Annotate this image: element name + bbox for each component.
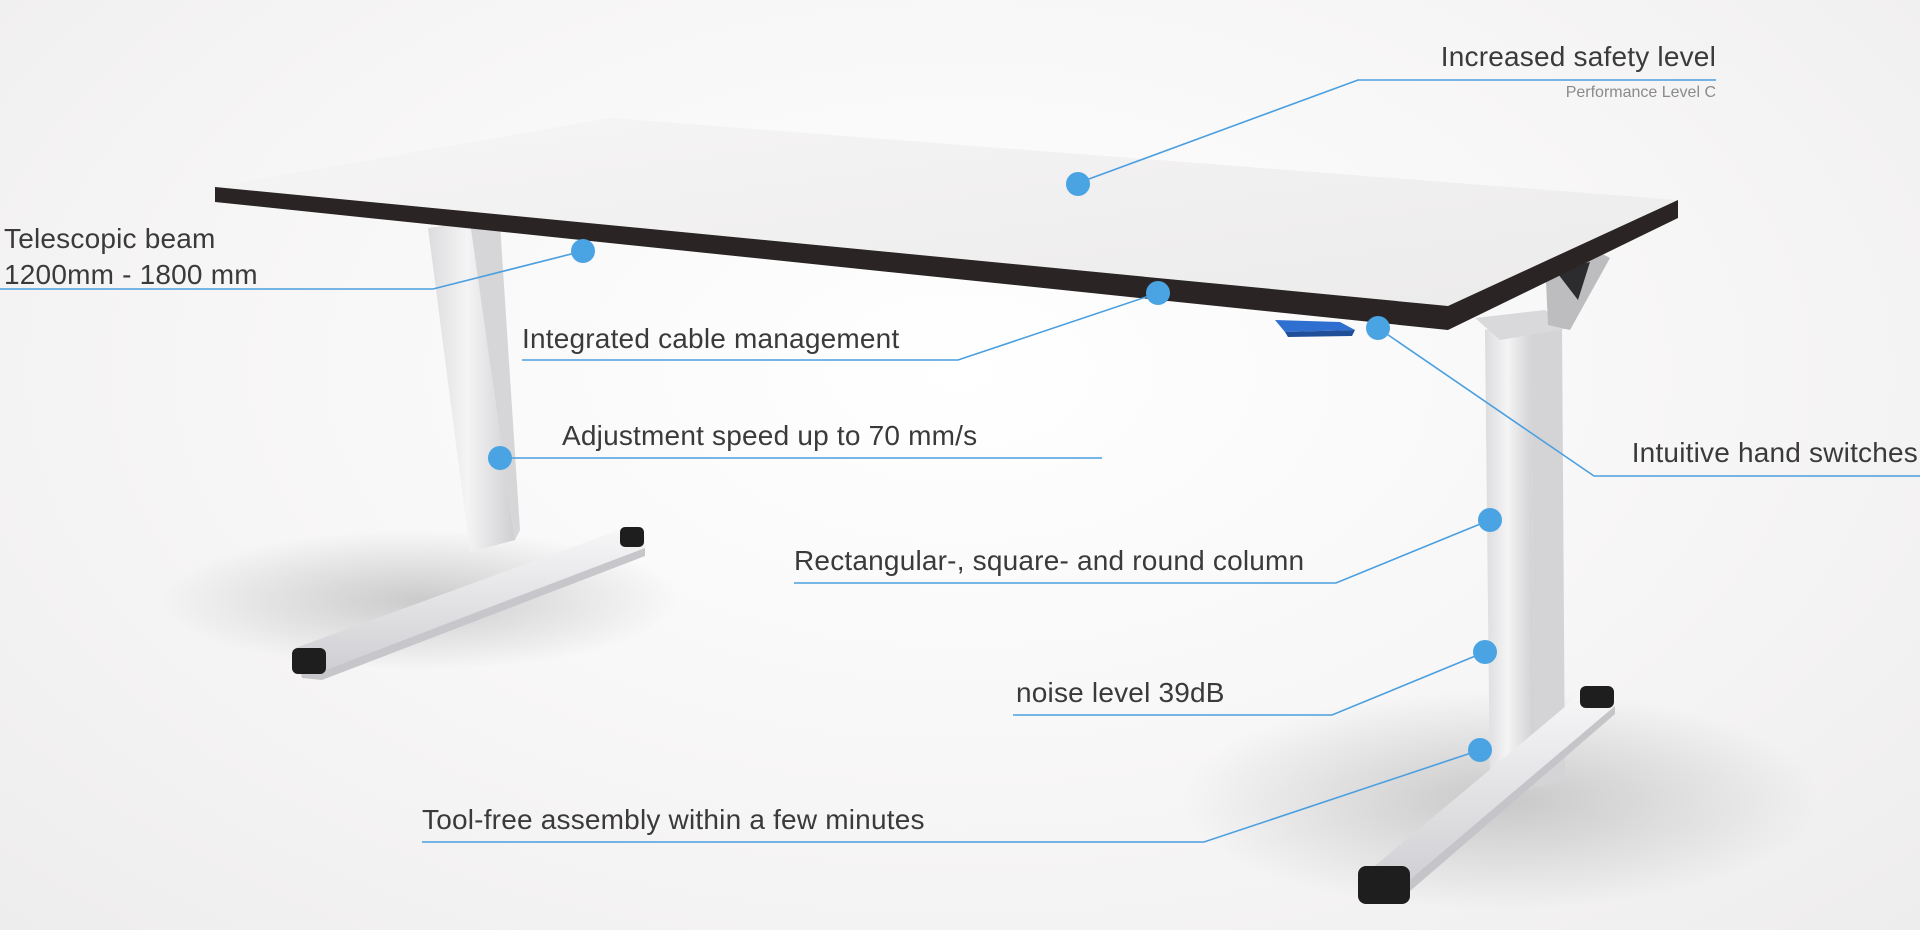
label-beam-range: 1200mm - 1800 mm: [4, 259, 258, 290]
desktop: [215, 118, 1678, 330]
callout-lines: [0, 79, 1920, 843]
callout-line-assembly: [422, 749, 1481, 843]
label-noise-level: noise level 39dB: [1016, 677, 1225, 708]
hotspot-speed[interactable]: [488, 446, 512, 470]
callout-line-column: [794, 519, 1491, 584]
label-column-types: Rectangular-, square- and round column: [794, 545, 1305, 576]
hotspot-assembly[interactable]: [1468, 738, 1492, 762]
label-safety-level: Increased safety level: [1440, 41, 1716, 72]
label-tool-free-assembly: Tool-free assembly within a few minutes: [422, 804, 925, 835]
hotspot-cable[interactable]: [1146, 281, 1170, 305]
hotspot-safety[interactable]: [1066, 172, 1090, 196]
hotspot-beam[interactable]: [571, 239, 595, 263]
callout-line-cable: [522, 292, 1159, 361]
callout-line-safety: [1077, 79, 1716, 184]
hotspot-column[interactable]: [1478, 508, 1502, 532]
label-hand-switches: Intuitive hand switches: [1631, 437, 1918, 468]
label-performance-level: Performance Level C: [1565, 84, 1716, 101]
label-cable-management: Integrated cable management: [522, 323, 900, 354]
callout-line-beam: [0, 250, 584, 290]
hotspot-noise[interactable]: [1473, 640, 1497, 664]
hotspot-switches[interactable]: [1366, 316, 1390, 340]
right-leg: [1358, 250, 1615, 904]
hand-switch: [1275, 320, 1355, 337]
label-telescopic-beam: Telescopic beam: [4, 223, 216, 254]
label-adjustment-speed: Adjustment speed up to 70 mm/s: [562, 420, 978, 451]
callout-dots: [488, 172, 1502, 762]
callout-line-noise: [1013, 651, 1486, 716]
callout-line-switches: [1377, 327, 1920, 477]
